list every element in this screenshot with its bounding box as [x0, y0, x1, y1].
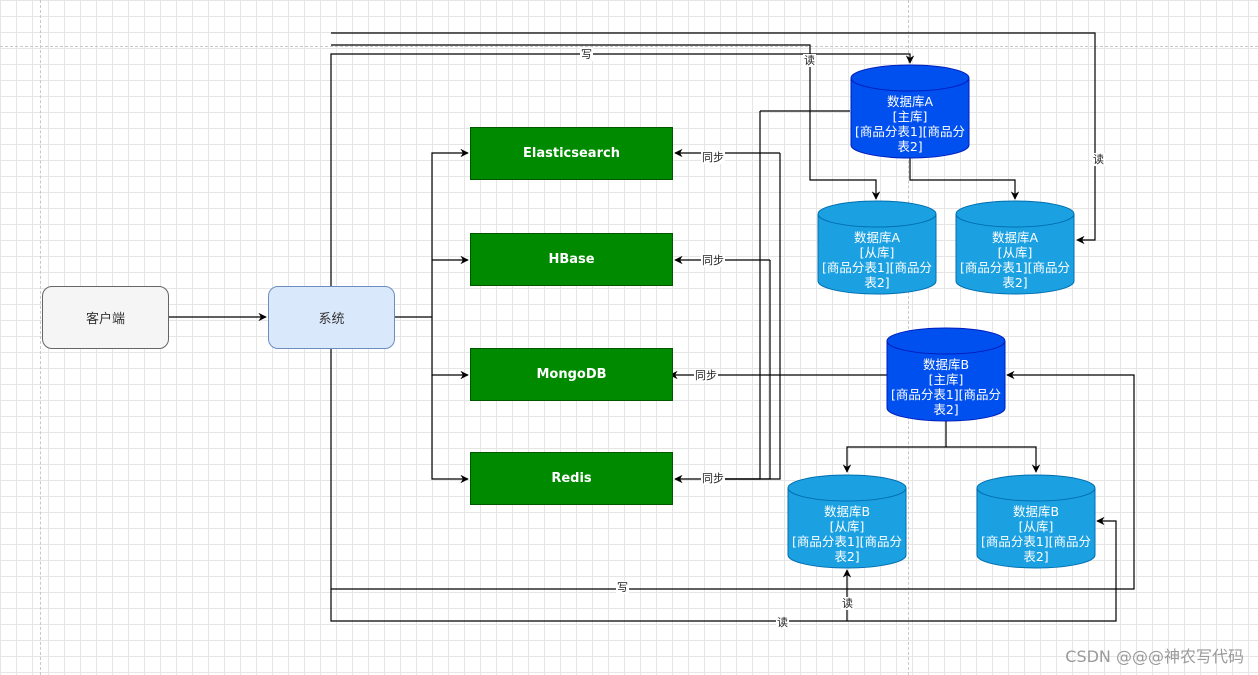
db-b-slave-2-line: 数据库B [1012, 503, 1060, 519]
edge-label-sync-hbase: 同步 [701, 254, 725, 267]
db-b-slave-2: 数据库B [从库] [商品分表1][商品分 表2] [976, 474, 1096, 569]
db-a-slave-2-line: 数据库A [991, 229, 1039, 245]
db-b-slave-2-line: [商品分表1][商品分 [980, 533, 1092, 549]
db-b-slave-1-line: 表2] [834, 548, 860, 564]
db-b-slave-2-line: 表2] [1023, 548, 1049, 564]
db-b-master-line: 数据库B [922, 356, 970, 372]
edge-sync-elasticsearch [722, 153, 781, 480]
db-a-slave-2-line: [从库] [997, 244, 1033, 260]
hbase-node: HBase [470, 233, 673, 286]
edge-label-read-a: 读 [803, 54, 816, 67]
watermark: CSDN @@@神农写代码 [1065, 647, 1244, 666]
edge-read-b-slaves [330, 516, 1117, 622]
guide-line-horizontal [0, 46, 1258, 47]
db-a-master-line: 数据库A [886, 93, 934, 109]
db-a-master: 数据库A [主库] [商品分表1][商品分 表2] [850, 64, 970, 159]
edge-label-write-bottom: 写 [616, 581, 629, 594]
db-b-master-line: [主库] [928, 371, 964, 387]
db-a-slave-2: 数据库A [从库] [商品分表1][商品分 表2] [955, 200, 1075, 295]
db-a-slave-1-line: [商品分表1][商品分 [821, 259, 933, 275]
edge-label-write-top: 写 [580, 48, 593, 61]
db-b-slave-1-line: 数据库B [823, 503, 871, 519]
client-node: 客户端 [42, 286, 169, 349]
mongodb-label: MongoDB [536, 367, 607, 382]
redis-label: Redis [551, 471, 592, 486]
db-b-master-line: [商品分表1][商品分 [890, 386, 1002, 402]
elasticsearch-label: Elasticsearch [523, 146, 620, 161]
edge-read-a-slave1 [331, 44, 881, 200]
db-b-master: 数据库B [主库] [商品分表1][商品分 表2] [886, 327, 1006, 422]
db-b-slave-1-line: [从库] [829, 518, 865, 534]
db-a-slave-1-line: [从库] [859, 244, 895, 260]
db-a-master-line: 表2] [897, 138, 923, 154]
edge-label-read-b-bottom: 读 [776, 616, 789, 629]
edge-label-sync-mongodb: 同步 [694, 369, 718, 382]
db-a-master-line: [主库] [892, 108, 928, 124]
db-b-slave-1-line: [商品分表1][商品分 [791, 533, 903, 549]
db-a-slave-2-line: 表2] [1002, 274, 1028, 290]
elasticsearch-node: Elasticsearch [470, 127, 673, 180]
edge-label-sync-redis: 同步 [701, 472, 725, 485]
db-a-slave-1: 数据库A [从库] [商品分表1][商品分 表2] [817, 200, 937, 295]
client-label: 客户端 [85, 312, 125, 327]
edge-write-b-master [330, 317, 1135, 590]
mongodb-node: MongoDB [470, 348, 673, 401]
edge-a-master-slaves [909, 158, 1020, 200]
system-node: 系统 [268, 286, 395, 349]
edge-system-elasticsearch [395, 148, 469, 318]
db-a-slave-2-line: [商品分表1][商品分 [959, 259, 1071, 275]
edge-label-read-b: 读 [841, 597, 854, 610]
edge-label-sync-elasticsearch: 同步 [701, 151, 725, 164]
edge-system-mongodb [431, 317, 469, 380]
edge-read-a-slave2 [331, 32, 1096, 245]
db-a-master-line: [商品分表1][商品分 [854, 123, 966, 139]
db-a-slave-1-line: 数据库A [853, 229, 901, 245]
edge-system-redis [431, 375, 469, 484]
guide-line-vertical [40, 0, 41, 675]
db-b-slave-1: 数据库B [从库] [商品分表1][商品分 表2] [787, 474, 907, 569]
redis-node: Redis [470, 452, 673, 505]
db-b-master-line: 表2] [933, 401, 959, 417]
edge-label-read-a-right: 读 [1092, 153, 1105, 166]
db-b-slave-2-line: [从库] [1018, 518, 1054, 534]
db-a-slave-1-line: 表2] [864, 274, 890, 290]
system-label: 系统 [318, 312, 345, 327]
edge-b-master-slaves [842, 420, 947, 473]
hbase-label: HBase [548, 252, 595, 267]
edge-write-a-master [330, 53, 915, 317]
